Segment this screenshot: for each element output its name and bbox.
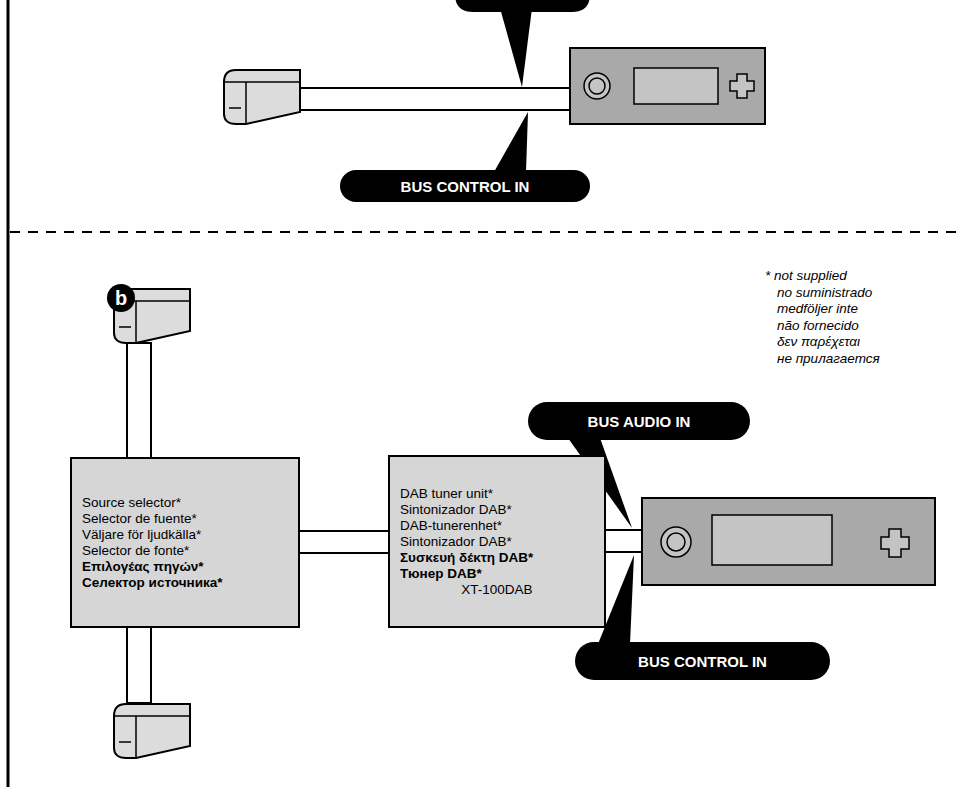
node-text: BUS AUDIO IN (588, 413, 691, 430)
callout-label: BUS CONTROL IN (340, 170, 590, 202)
note-text: no suministrado (777, 285, 872, 301)
node-text: XT-100DAB (400, 582, 594, 598)
cd-changer (114, 289, 190, 343)
cable-connector (300, 542, 388, 543)
cable-outline (300, 530, 388, 554)
note-text: * not supplied (765, 268, 847, 284)
node-text: BUS CONTROL IN (638, 653, 767, 670)
callout-label: BUS CONTROL IN (575, 642, 830, 680)
node-text: Source selector* (82, 495, 288, 511)
component-box: Source selector*Selector de fuente*Välja… (70, 457, 300, 628)
cd-changer (114, 704, 190, 758)
section-letter: b (107, 284, 135, 312)
node-text: Επιλογέας πηγών* (82, 559, 288, 575)
cd-changer (224, 70, 300, 124)
node-text: Selector de fuente* (82, 511, 288, 527)
note-text: medföljer inte (777, 301, 858, 317)
cable (604, 530, 644, 552)
head-unit (642, 498, 935, 585)
cable (127, 343, 151, 459)
note-text: не прилагается (777, 351, 880, 367)
callout-pointer (494, 112, 528, 172)
node-text: Συσκευή δέκτη DAB* (400, 550, 594, 566)
node-text: Väljare för ljudkälla* (82, 527, 288, 543)
node-text: Sintonizador DAB* (400, 534, 594, 550)
cable-fill (300, 532, 388, 552)
cable (127, 626, 151, 703)
callout-label: BUS AUDIO IN (528, 402, 750, 440)
node-text: Тюнер DAB* (400, 566, 594, 582)
node-text: Sintonizador DAB* (400, 502, 594, 518)
node-text: DAB tuner unit* (400, 486, 594, 502)
frame-line (7, 0, 10, 787)
node-text: b (115, 288, 127, 308)
node-text: Selector de fonte* (82, 543, 288, 559)
component-box: DAB tuner unit*Sintonizador DAB*DAB-tune… (388, 455, 606, 628)
node-text: BUS CONTROL IN (401, 178, 530, 195)
note-text: não fornecido (777, 318, 859, 334)
cable (298, 88, 572, 110)
divider-line (10, 231, 964, 233)
head-unit (570, 48, 765, 124)
node-text: Селектор источника* (82, 575, 288, 591)
node-text: DAB-tunerenhet* (400, 518, 594, 534)
note-text: δεν παρέχεται (777, 334, 860, 350)
callout-pointer (500, 8, 532, 87)
